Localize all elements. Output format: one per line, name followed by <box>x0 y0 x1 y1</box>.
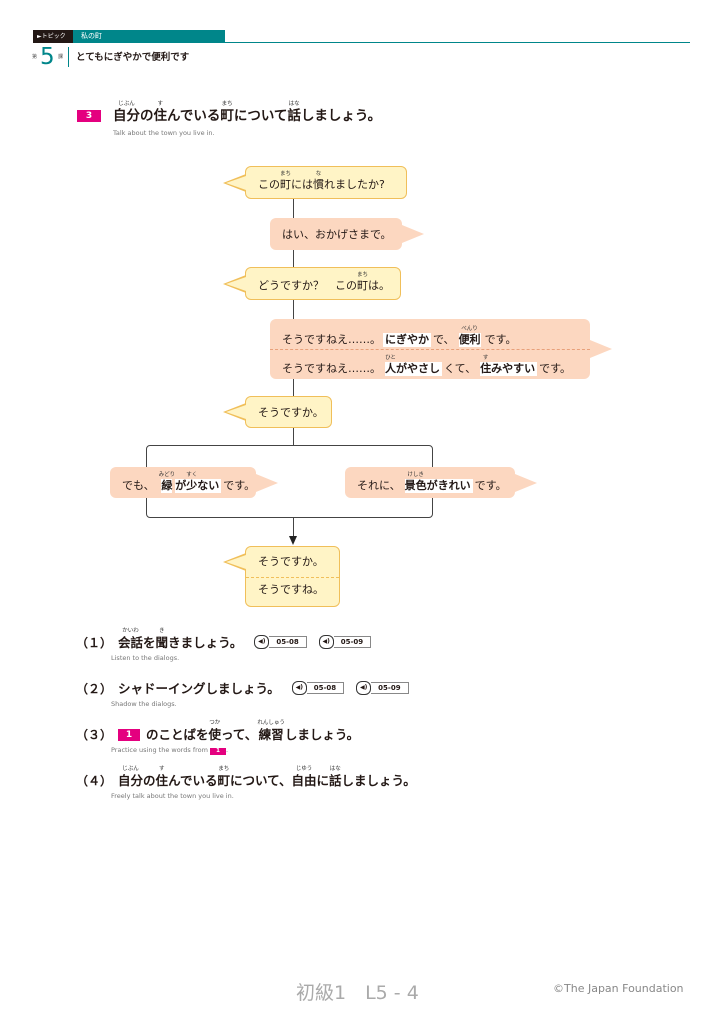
lesson-divider <box>68 47 69 67</box>
furigana-word: れんしゅう練習 <box>257 720 285 743</box>
bubble-branch-right: それに、けしき景色がきれいです。 <box>345 467 537 498</box>
furigana-word: はな話 <box>287 101 301 124</box>
copyright: ©The Japan Foundation <box>553 982 684 995</box>
word-list-badge: 1 <box>118 729 141 741</box>
section-badge: 3 <box>77 110 101 122</box>
task-2-subtitle: Shadow the dialogs. <box>111 700 177 708</box>
furigana-word: はな話 <box>329 766 342 789</box>
highlight-word: にぎやか <box>383 333 431 347</box>
speaker-icon: ◀) <box>254 635 270 649</box>
furigana-word: ひと人 <box>385 355 396 376</box>
furigana-word: まち町 <box>280 171 292 192</box>
task-4-line: （４）じぶん自分のす住んでいるまち町について、じゆう自由にはな話しましょう。 <box>76 766 416 789</box>
task-2: （２）シャドーイングしましょう。◀)05-08◀)05-09 Shadow th… <box>76 674 696 709</box>
speaker-icon: ◀) <box>318 635 334 649</box>
task-2-line: （２）シャドーイングしましょう。◀)05-08◀)05-09 <box>76 674 696 697</box>
furigana-word: すく少 <box>186 472 198 493</box>
furigana-word: まち町 <box>357 272 369 293</box>
bubble-question-2: どうですか？ このまち町は。 <box>223 267 401 300</box>
lesson-suffix: 課 <box>58 54 64 60</box>
lesson-title: とてもにぎやかで便利です <box>76 52 190 63</box>
arrow-down-icon <box>289 536 297 545</box>
task-1: （１）かいわ会話をき聞きましょう。◀)05-08◀)05-09 Listen t… <box>76 628 696 663</box>
bubble-reply-1: そうですか。 <box>223 396 332 428</box>
topic-name: 私の町 <box>73 30 225 43</box>
task-4: （４）じぶん自分のす住んでいるまち町について、じゆう自由にはな話しましょう。 F… <box>76 766 696 801</box>
answer-option-2: そうですねえ……。ひと人がやさしくて、す住みやすいです。 <box>282 355 572 376</box>
furigana-word: す住 <box>480 355 492 376</box>
furigana-word: じぶん自分 <box>113 101 140 124</box>
page-number: 初級1 L5 - 4 <box>296 982 419 1004</box>
furigana-word: けしき景色 <box>404 472 427 493</box>
audio-button[interactable]: ◀)05-08 <box>254 635 307 649</box>
bubble-answer-2: そうですねえ……。にぎやかで、べんり便利です。 そうですねえ……。ひと人がやさし… <box>270 319 612 379</box>
speaker-icon: ◀) <box>291 681 307 695</box>
task-list: （１）かいわ会話をき聞きましょう。◀)05-08◀)05-09 Listen t… <box>76 628 696 812</box>
furigana-word: な慣 <box>313 171 325 192</box>
furigana-word: じぶん自分 <box>118 766 144 789</box>
furigana-word: つか使 <box>208 720 222 743</box>
section-subtitle: Talk about the town you live in. <box>113 129 215 137</box>
reply-option-1: そうですか。 <box>258 555 324 568</box>
highlight-word: ひと人がやさし <box>385 355 442 376</box>
bubble-branch-left: でも、みどり緑がすく少ないです。 <box>110 467 278 498</box>
lesson-prefix: 第 <box>32 54 38 60</box>
dashed-divider <box>246 577 339 578</box>
audio-button[interactable]: ◀)05-09 <box>356 681 409 695</box>
task-4-subtitle: Freely talk about the town you live in. <box>111 792 234 800</box>
audio-button[interactable]: ◀)05-09 <box>318 635 372 649</box>
furigana-word: す住 <box>153 101 168 124</box>
highlight-word: べんり便利 <box>457 326 483 347</box>
furigana-word: かいわ会話 <box>118 628 144 651</box>
dashed-divider <box>270 349 590 350</box>
furigana-word: じゆう自由 <box>291 766 317 789</box>
highlight-word: けしき景色がきれい <box>404 472 473 493</box>
task-1-line: （１）かいわ会話をき聞きましょう。◀)05-08◀)05-09 <box>76 628 696 651</box>
highlight-word: みどり緑がすく少ない <box>158 472 222 493</box>
furigana-word: べんり便利 <box>458 326 481 347</box>
audio-button[interactable]: ◀)05-08 <box>291 681 345 695</box>
bubble-reply-2: そうですか。 そうですね。 <box>223 546 340 607</box>
task-1-subtitle: Listen to the dialogs. <box>111 654 180 662</box>
reply-option-2: そうですね。 <box>258 583 324 596</box>
bubble-question-1: このまち町にはな慣れましたか? <box>223 166 407 199</box>
header-rule <box>225 42 690 43</box>
bubble-answer-1: はい、おかげさまで。 <box>270 218 424 250</box>
furigana-word: す住 <box>155 766 169 789</box>
furigana-word: まち町 <box>220 101 234 124</box>
flow-line <box>293 518 294 538</box>
furigana-word: まち町 <box>217 766 230 789</box>
word-list-badge: 1 <box>210 748 227 755</box>
furigana-word: き聞 <box>155 628 169 651</box>
topic-tag: ►トピック <box>33 30 73 43</box>
task-3-subtitle: Practice using the words from 1. <box>111 746 229 755</box>
highlight-word: す住みやすい <box>480 355 538 376</box>
speaker-icon: ◀) <box>356 681 372 695</box>
furigana-word: みどり緑 <box>158 472 176 493</box>
answer-option-1: そうですねえ……。にぎやかで、べんり便利です。 <box>282 326 517 347</box>
lesson-number: 5 <box>40 44 55 70</box>
section-title: じぶん自分のす住んでいるまち町についてはな話しましょう。 <box>113 101 382 124</box>
